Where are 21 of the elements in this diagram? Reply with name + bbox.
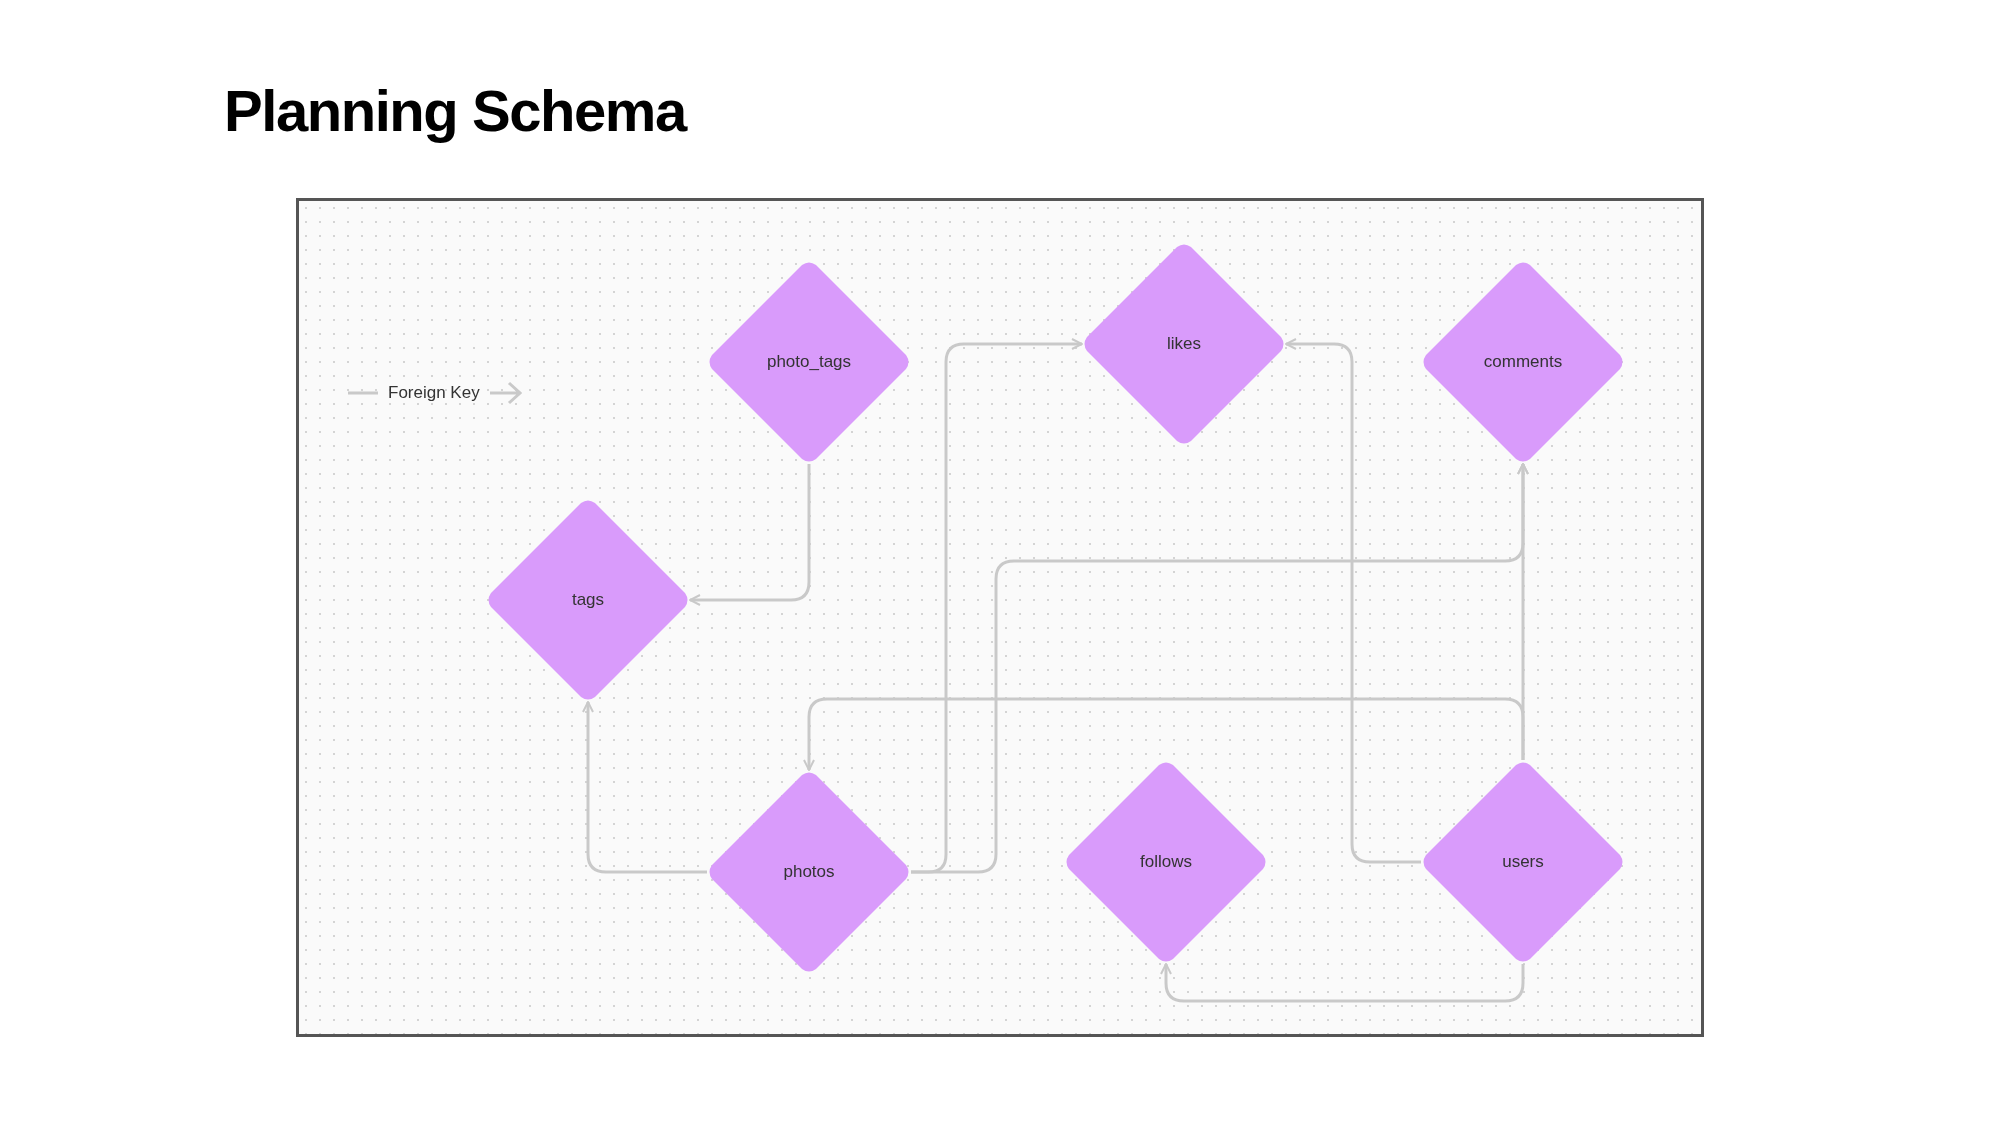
table-diamond — [707, 260, 911, 464]
table-diamond — [1421, 260, 1625, 464]
arrow — [689, 464, 811, 606]
table-name: comments — [1483, 351, 1563, 374]
arrow — [1517, 463, 1529, 760]
arrow — [1285, 338, 1421, 864]
arrow — [582, 701, 707, 874]
table-diamond — [1421, 760, 1625, 964]
table-name: photos — [783, 861, 835, 884]
table-name: photo_tags — [766, 351, 852, 374]
table-name: likes — [1167, 333, 1201, 356]
table-name: follows — [1140, 851, 1192, 874]
table-diamond — [1082, 242, 1286, 446]
legend-text: Foreign Key — [388, 382, 480, 404]
arrow — [1160, 963, 1525, 1003]
table-name: users — [1502, 851, 1544, 874]
table-diamond — [707, 770, 911, 974]
table-diamond — [1064, 760, 1268, 964]
table-diamond — [486, 498, 690, 702]
table-name: tags — [571, 589, 605, 612]
arrow — [803, 697, 1525, 771]
